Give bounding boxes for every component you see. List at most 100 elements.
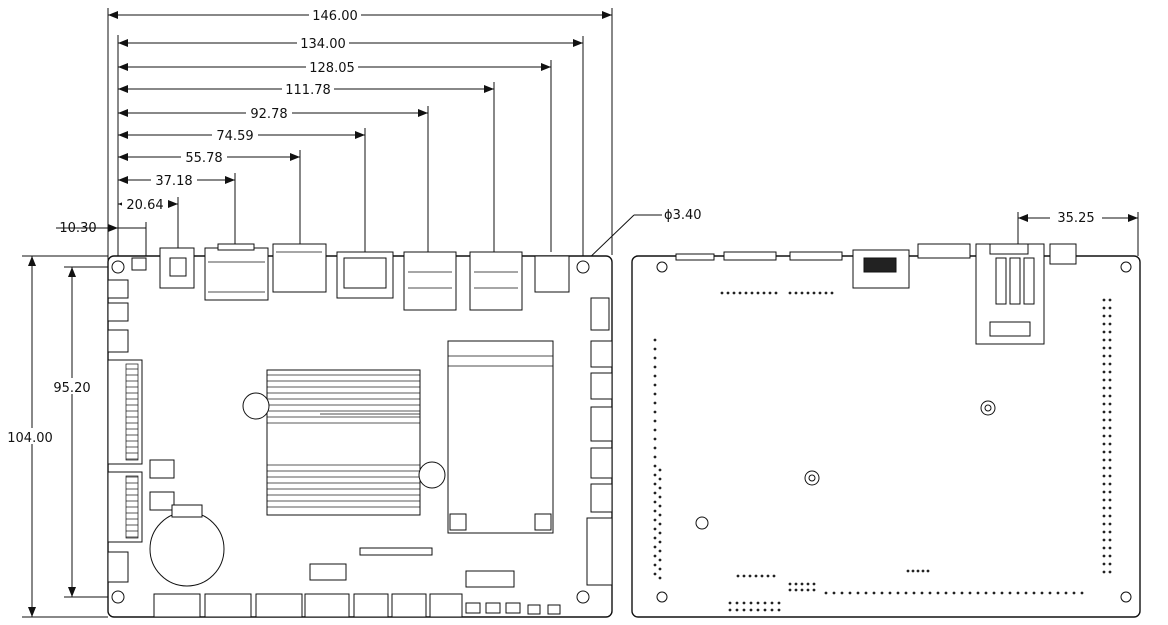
button-2 (485, 602, 501, 614)
solder-point (1108, 354, 1112, 358)
solder-point (906, 569, 910, 573)
solder-point (1108, 482, 1112, 486)
solder-point (1102, 362, 1106, 366)
dim-label-111: 111.78 (285, 83, 331, 98)
solder-point (653, 473, 657, 477)
solder-point (1102, 338, 1106, 342)
solder-point (1048, 591, 1052, 595)
power-jack-inner (169, 257, 187, 277)
solder-point (1000, 591, 1004, 595)
solder-point (1108, 378, 1112, 382)
solder-point (1102, 570, 1106, 574)
solder-point (749, 601, 753, 605)
solder-point (1108, 346, 1112, 350)
solder-point (653, 464, 657, 468)
solder-point (1102, 330, 1106, 334)
solder-point (812, 588, 816, 592)
solder-point (658, 486, 662, 490)
dim-label-128: 128.05 (309, 61, 355, 76)
solder-point (864, 591, 868, 595)
solder-point (824, 291, 828, 295)
solder-point (968, 591, 972, 595)
solder-point (1024, 591, 1028, 595)
solder-point (653, 455, 657, 459)
solder-point (653, 419, 657, 423)
hdmi-port (204, 247, 269, 301)
dim-label-20: 20.64 (126, 198, 163, 213)
button-1 (465, 602, 481, 614)
solder-point (1108, 522, 1112, 526)
solder-point (1102, 402, 1106, 406)
sim-contact-2 (1009, 257, 1021, 305)
header-left-2 (107, 302, 129, 322)
solder-point (1108, 514, 1112, 518)
solder-point (1102, 306, 1106, 310)
dim-label-95: 95.20 (53, 381, 90, 396)
solder-point (762, 291, 766, 295)
solder-point (749, 608, 753, 612)
solder-point (1102, 530, 1106, 534)
solder-point (658, 576, 662, 580)
fan-header (590, 297, 610, 331)
board-top-view (107, 243, 613, 618)
solder-point (1102, 418, 1106, 422)
solder-point (754, 574, 758, 578)
button-3 (505, 602, 521, 614)
solder-point (653, 347, 657, 351)
solder-point (1108, 546, 1112, 550)
solder-point (1108, 402, 1112, 406)
solder-point (744, 291, 748, 295)
solder-point (1008, 591, 1012, 595)
solder-point (1102, 490, 1106, 494)
solder-point (1102, 346, 1106, 350)
solder-point (794, 588, 798, 592)
solder-point (658, 504, 662, 508)
solder-point (658, 522, 662, 526)
header-left-3 (107, 329, 129, 353)
solder-point (653, 554, 657, 558)
solder-point (1102, 394, 1106, 398)
solder-point (653, 563, 657, 567)
com-header-1 (153, 593, 201, 618)
sata-2 (590, 372, 613, 400)
solder-point (770, 608, 774, 612)
solder-point (1108, 338, 1112, 342)
usb-port-2 (469, 251, 523, 311)
rear-tab-2 (723, 251, 777, 261)
solder-point (748, 574, 752, 578)
solder-point (812, 582, 816, 586)
heatsink-mount-2 (418, 461, 446, 489)
heatsink-fins-top (267, 372, 420, 424)
solder-point (1102, 538, 1106, 542)
solder-point (1102, 442, 1106, 446)
solder-point (888, 591, 892, 595)
solder-point (658, 567, 662, 571)
solder-point (1102, 298, 1106, 302)
solder-point (1102, 370, 1106, 374)
solder-point (1102, 554, 1106, 558)
solder-point (1108, 370, 1112, 374)
solder-point (1080, 591, 1084, 595)
rear-tab-1 (675, 253, 715, 261)
solder-point (800, 582, 804, 586)
solder-point (653, 392, 657, 396)
pin-block-2 (149, 491, 175, 511)
sata-3 (590, 406, 613, 442)
solder-point (653, 374, 657, 378)
solder-point (756, 608, 760, 612)
solder-point (896, 591, 900, 595)
solder-point (653, 437, 657, 441)
solder-point (880, 591, 884, 595)
solder-point (728, 601, 732, 605)
solder-point (1102, 562, 1106, 566)
sata-4 (590, 447, 613, 479)
rear-tab-3 (789, 251, 843, 261)
solder-point (800, 588, 804, 592)
dc-jack-small (131, 257, 147, 271)
solder-point (1102, 322, 1106, 326)
solder-point (653, 356, 657, 360)
dim-label-104: 104.00 (7, 431, 53, 446)
dim-label-134: 134.00 (300, 37, 346, 52)
mini-pcie-slot (447, 340, 554, 534)
solder-point (653, 500, 657, 504)
